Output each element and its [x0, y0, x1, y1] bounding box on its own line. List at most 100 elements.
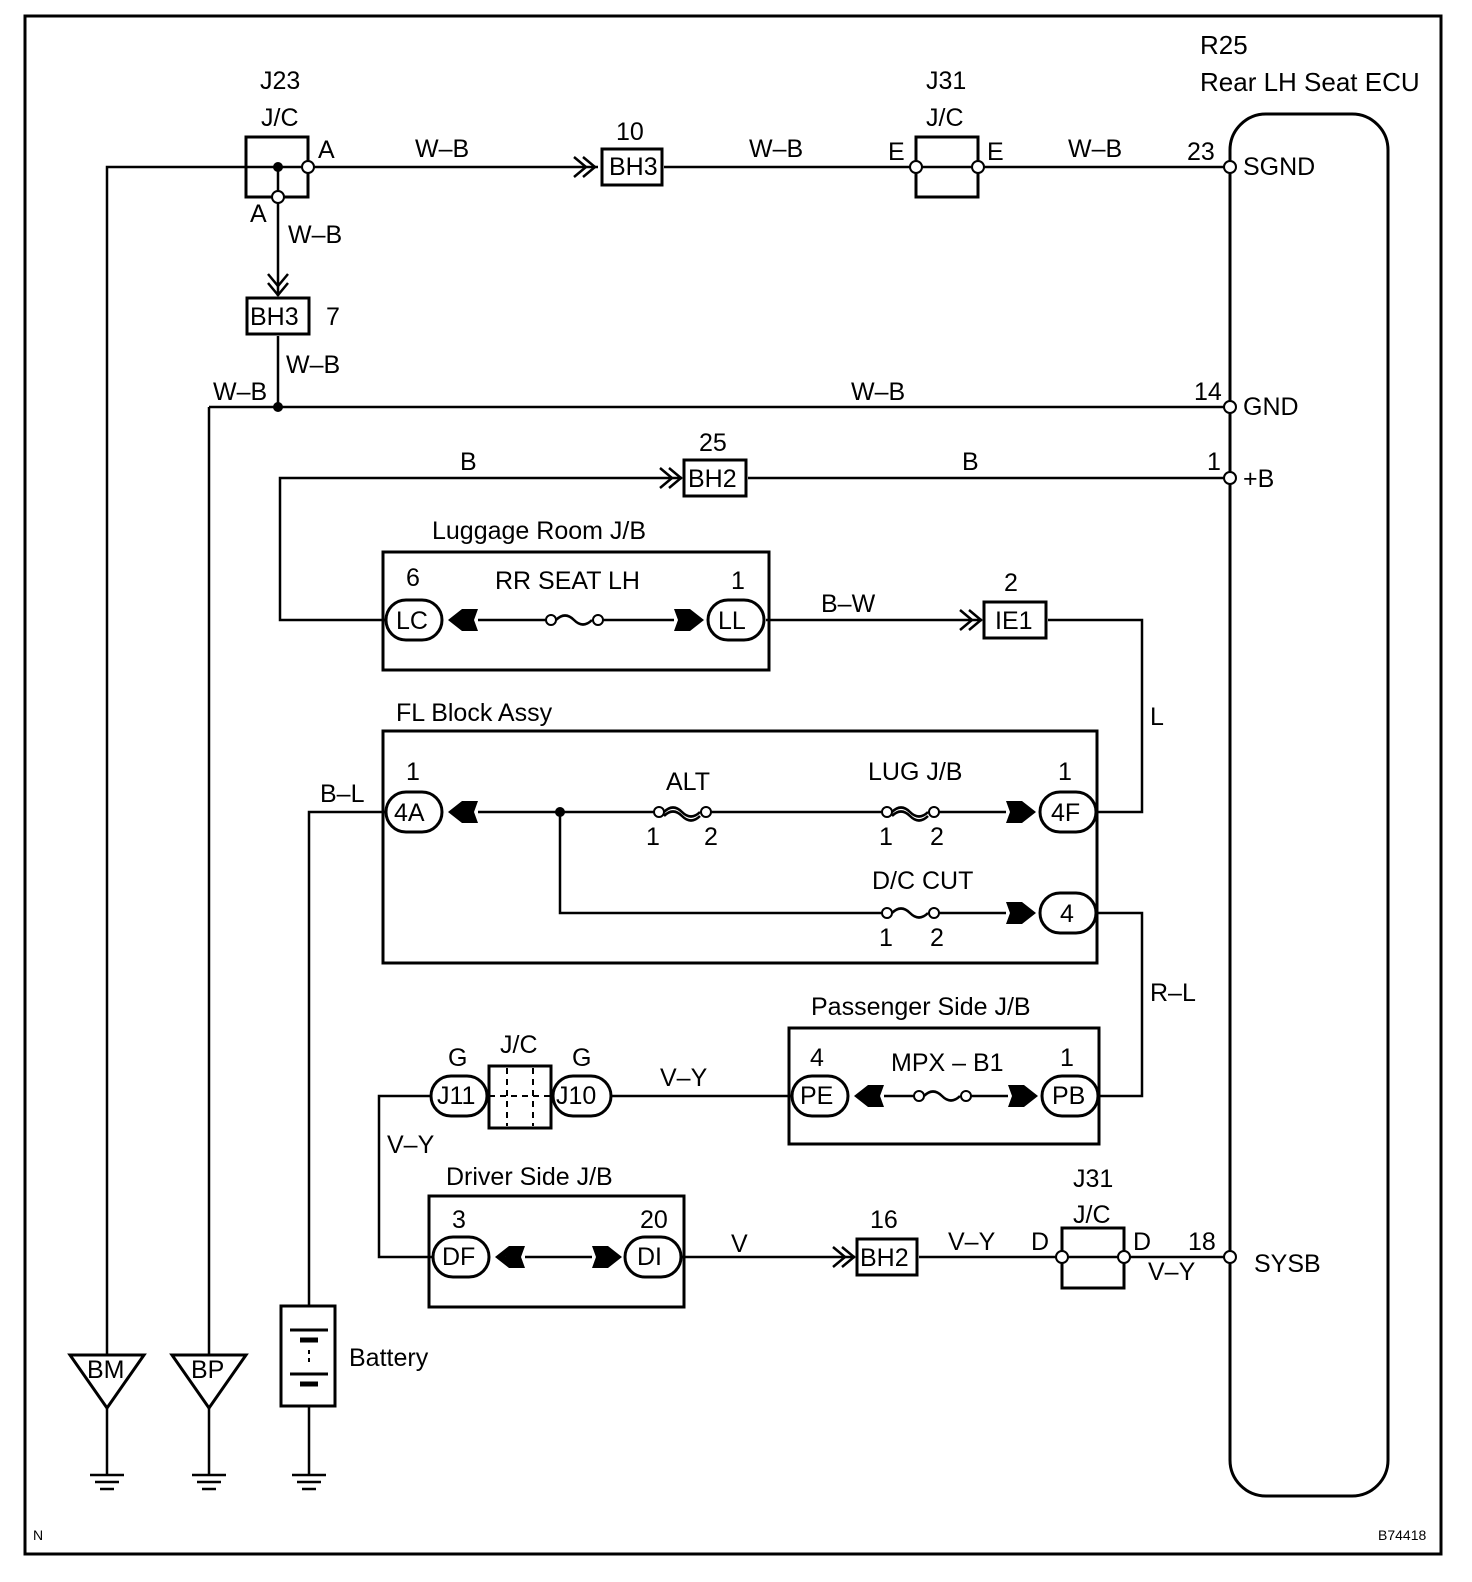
wire-label-vy-2: V–Y	[387, 1131, 435, 1159]
ecu-pin-b-num: 1	[1207, 448, 1221, 476]
ground-bp: BP	[169, 1353, 249, 1491]
passenger-jb-right-num: 1	[1060, 1044, 1074, 1072]
fl-block-lug-t1: 1	[879, 823, 893, 851]
ecu-pin-sysb-name: SYSB	[1254, 1250, 1321, 1278]
fl-block-lug-t2: 2	[930, 823, 944, 851]
junction-j31-top: J31 J/C E E	[888, 67, 1004, 199]
ground-bm: BM	[67, 1353, 147, 1491]
wire-label-vy-1: V–Y	[660, 1064, 708, 1092]
jc-mid-right-g: G	[572, 1044, 591, 1072]
connector-bh2-top-num: 25	[699, 429, 727, 457]
ecu-pin-b	[1223, 471, 1237, 485]
battery-label: Battery	[349, 1344, 429, 1372]
luggage-jb-left-pin: LC	[396, 607, 428, 635]
connector-bh2-bottom	[855, 1237, 919, 1277]
battery-symbol: Battery	[279, 1304, 429, 1491]
ecu-code: R25	[1200, 30, 1248, 60]
fl-block-left-pin: 4A	[394, 799, 425, 827]
jc-mid-left-g: G	[448, 1044, 467, 1072]
j31-top-pin-e-left: E	[888, 138, 905, 166]
wire-bm	[105, 165, 278, 1355]
fl-block-alt-label: ALT	[666, 768, 710, 796]
passenger-jb-left-num: 4	[810, 1044, 824, 1072]
j31-bottom-pin-d-left: D	[1031, 1228, 1049, 1256]
wire-rl	[1098, 911, 1144, 1098]
ecu-pin-gnd	[1223, 400, 1237, 414]
j23-code: J23	[260, 67, 300, 95]
ecu-pin-sgnd-name: SGND	[1243, 153, 1315, 181]
wire-label-b-2: B	[962, 448, 979, 476]
j31-top-type: J/C	[926, 104, 964, 132]
fl-block-dc-t2: 2	[930, 924, 944, 952]
fl-block-alt-t1: 1	[646, 823, 660, 851]
j31-top-pin-e-right: E	[987, 138, 1004, 166]
driver-jb-left-num: 3	[452, 1206, 466, 1234]
connector-bh3-top	[600, 147, 664, 187]
corner-label-left: N	[33, 1527, 43, 1543]
wire-label-wb-3: W–B	[1068, 135, 1122, 163]
connector-bh3-left-num: 7	[326, 303, 340, 331]
fl-block-dc-label: D/C CUT	[872, 867, 973, 895]
connector-ie1-num: 2	[1004, 569, 1018, 597]
luggage-jb-left-num: 6	[406, 564, 420, 592]
j23-pin-a-right: A	[318, 136, 335, 164]
fl-block-left-num: 1	[406, 758, 420, 786]
ground-bp-label: BP	[191, 1356, 224, 1384]
connector-bh3-top-num: 10	[616, 118, 644, 146]
j31-bottom-pin-d-right: D	[1133, 1228, 1151, 1256]
ecu-name: Rear LH Seat ECU	[1200, 67, 1420, 97]
wire-label-wb-7: W–B	[851, 378, 905, 406]
passenger-jb-fuse-label: MPX – B1	[891, 1049, 1004, 1077]
wire-label-l: L	[1150, 703, 1164, 731]
wire-label-bw: B–W	[821, 590, 876, 618]
jc-mid-label: J/C	[500, 1031, 538, 1059]
connector-bh2-bottom-label: BH2	[860, 1244, 909, 1272]
fl-block-right-pin-top: 4F	[1051, 799, 1080, 827]
fl-block-lug-label: LUG J/B	[868, 758, 962, 786]
luggage-jb-title: Luggage Room J/B	[432, 517, 646, 545]
junction-j23: J23 J/C A A	[244, 67, 335, 228]
ecu-pin-sysb	[1223, 1250, 1237, 1264]
ecu-pin-gnd-num: 14	[1194, 378, 1222, 406]
connector-bh2-bottom-num: 16	[870, 1206, 898, 1234]
wire-l	[1048, 618, 1144, 814]
wire-label-wb-1: W–B	[415, 135, 469, 163]
luggage-jb-right-pin: LL	[718, 607, 746, 635]
driver-jb-right-num: 20	[640, 1206, 668, 1234]
j31-bottom-code: J31	[1073, 1165, 1113, 1193]
passenger-side-jb: Passenger Side J/B 4 1 MPX – B1 PE PB	[787, 993, 1101, 1146]
wire-plus-b-1	[278, 476, 682, 622]
wire-label-vy-4: V–Y	[1148, 1258, 1196, 1286]
fl-block-title: FL Block Assy	[396, 699, 553, 727]
connector-bh3-left-label: BH3	[250, 303, 299, 331]
connector-bh2-top	[682, 458, 748, 498]
junction-j11-j10: J/C G G J11 J10	[429, 1031, 613, 1130]
connector-bh2-top-label: BH2	[688, 465, 737, 493]
driver-jb-left-pin: DF	[442, 1243, 475, 1271]
corner-label-right: B74418	[1378, 1527, 1426, 1543]
luggage-jb-fuse-label: RR SEAT LH	[495, 567, 640, 595]
jc-mid-left-pin: J11	[437, 1082, 475, 1110]
driver-jb-title: Driver Side J/B	[446, 1163, 613, 1191]
rear-lh-seat-ecu: R25 Rear LH Seat ECU	[1200, 30, 1420, 1498]
driver-side-jb: Driver Side J/B 3 20 DF DI	[427, 1163, 686, 1309]
wire-label-b-1: B	[460, 448, 477, 476]
ecu-pin-b-name: +B	[1243, 465, 1274, 493]
junction-j31-bottom: J31 J/C D D	[1031, 1165, 1151, 1290]
wire-label-wb-4: W–B	[288, 221, 342, 249]
wire-label-wb-6: W–B	[213, 378, 267, 406]
passenger-jb-left-pin: PE	[800, 1082, 833, 1110]
page-frame	[23, 14, 1443, 1556]
j23-type: J/C	[261, 104, 299, 132]
connector-ie1	[982, 600, 1048, 640]
fl-block-dc-t1: 1	[879, 924, 893, 952]
wire-label-vy-3: V–Y	[948, 1228, 996, 1256]
ecu-pin-sysb-num: 18	[1188, 1228, 1216, 1256]
connector-ie1-label: IE1	[995, 607, 1033, 635]
passenger-jb-title: Passenger Side J/B	[811, 993, 1031, 1021]
wire-vy-left	[377, 1094, 433, 1259]
connector-bh3-top-label: BH3	[609, 153, 658, 181]
j31-bottom-type: J/C	[1073, 1201, 1111, 1229]
driver-jb-right-pin: DI	[637, 1243, 662, 1271]
fl-block-alt-t2: 2	[704, 823, 718, 851]
